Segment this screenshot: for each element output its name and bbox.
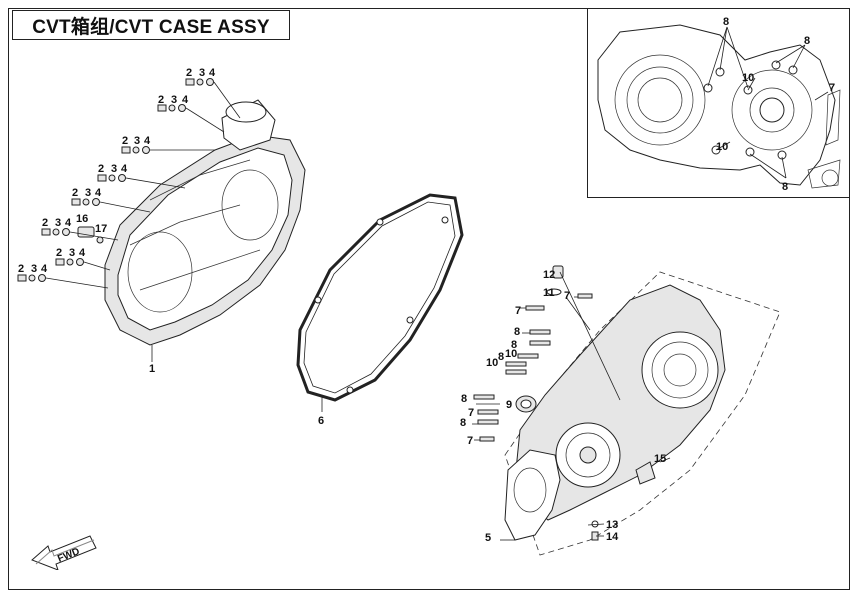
cover-leaders [45, 81, 241, 362]
callout-2-g: 2 [56, 247, 62, 259]
callout-11: 11 [543, 287, 555, 299]
callout-2-f: 2 [42, 217, 48, 229]
callout-inset-10-lower: 10 [716, 141, 728, 153]
callout-inset-10-upper: 10 [742, 72, 754, 84]
callout-4-g: 4 [79, 247, 86, 259]
callout-inset-8-top: 8 [723, 16, 729, 28]
callout-2-d: 2 [98, 163, 104, 175]
callout-4-c: 4 [144, 135, 151, 147]
callout-1: 1 [149, 363, 155, 375]
callout-4-h: 4 [41, 263, 48, 275]
callout-2-b: 2 [158, 94, 164, 106]
callout-15: 15 [654, 453, 666, 465]
page-title: CVT箱组/CVT CASE ASSY [32, 16, 270, 38]
callout-12: 12 [543, 269, 555, 281]
inset-case-drawing [597, 24, 841, 189]
callout-2-h: 2 [18, 263, 24, 275]
callout-7-top: 7 [564, 290, 570, 302]
cvt-gasket [296, 193, 464, 412]
drawing-frame [8, 8, 850, 590]
callout-8-d: 8 [461, 393, 467, 405]
callout-2-a: 2 [186, 67, 192, 79]
callout-inset-8-bottom: 8 [782, 181, 788, 193]
callout-3-g: 3 [69, 247, 75, 259]
callout-13: 13 [606, 519, 618, 531]
callout-10-b: 10 [505, 348, 517, 360]
callout-3-b: 3 [171, 94, 177, 106]
callout-inset-7: 7 [829, 82, 835, 94]
callout-5: 5 [485, 532, 491, 544]
callout-3-f: 3 [55, 217, 61, 229]
callout-7-mid: 7 [468, 407, 474, 419]
callout-10-a: 10 [486, 357, 498, 369]
callout-3-e: 3 [85, 187, 91, 199]
callout-14: 14 [606, 531, 619, 543]
callout-17: 17 [95, 223, 107, 235]
callout-16: 16 [76, 213, 88, 225]
case-bolts [473, 293, 593, 442]
callout-4-b: 4 [182, 94, 189, 106]
cvt-inner-case [504, 265, 781, 556]
callout-8-a: 8 [514, 326, 520, 338]
callout-8-c: 8 [498, 351, 504, 363]
callout-3-c: 3 [134, 135, 140, 147]
forward-arrow-icon: FWD [31, 535, 97, 570]
callout-9: 9 [506, 399, 512, 411]
callout-4-d: 4 [121, 163, 128, 175]
callout-4-a: 4 [209, 67, 216, 79]
callout-4-e: 4 [95, 187, 102, 199]
case-leaders [472, 271, 671, 541]
callout-8-b: 8 [511, 339, 517, 351]
callout-7-left: 7 [515, 305, 521, 317]
callout-inset-8-right: 8 [804, 35, 810, 47]
callout-2-c: 2 [122, 135, 128, 147]
callout-2-e: 2 [72, 187, 78, 199]
cover-bolt-stacks [17, 78, 214, 282]
title-box: CVT箱组/CVT CASE ASSY [12, 10, 290, 40]
inset-detail-frame [587, 8, 850, 198]
callout-8-e: 8 [460, 417, 466, 429]
cvt-outer-cover [104, 99, 306, 346]
callout-6: 6 [318, 415, 324, 427]
callout-3-a: 3 [199, 67, 205, 79]
callout-3-d: 3 [111, 163, 117, 175]
callout-7-low: 7 [467, 435, 473, 447]
callout-4-f: 4 [65, 217, 72, 229]
callout-3-h: 3 [31, 263, 37, 275]
